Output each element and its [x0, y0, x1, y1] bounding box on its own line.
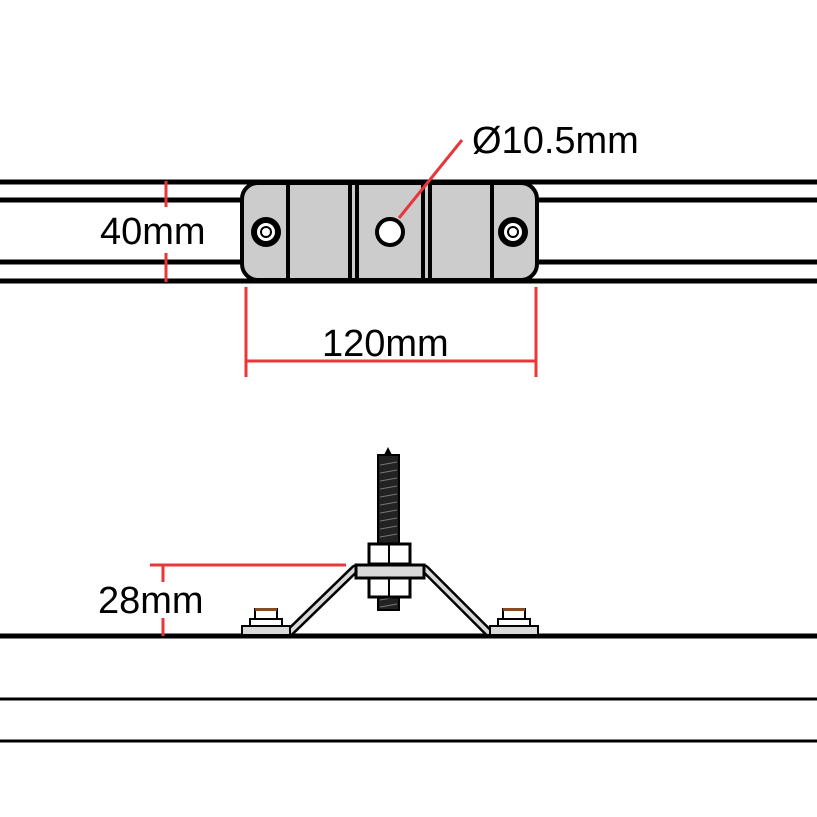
height-dimension-label: 40mm: [100, 211, 206, 253]
side-height-label: 28mm: [98, 580, 204, 622]
bottom-rail: [0, 633, 817, 743]
dimension-lines-top: [164, 139, 538, 377]
bracket-side-view: [241, 447, 539, 637]
width-dimension-label: 120mm: [322, 323, 449, 365]
dimension-lines-side: [150, 563, 346, 636]
foot-bolt-right: [489, 608, 539, 636]
foot-bolt-left: [241, 608, 291, 636]
bolt-right-icon: [498, 217, 528, 247]
bolt-left-icon: [251, 217, 281, 247]
hole-diameter-label: Ø10.5mm: [472, 120, 639, 162]
center-hole: [375, 217, 405, 247]
bracket-plate-top: [240, 181, 539, 282]
